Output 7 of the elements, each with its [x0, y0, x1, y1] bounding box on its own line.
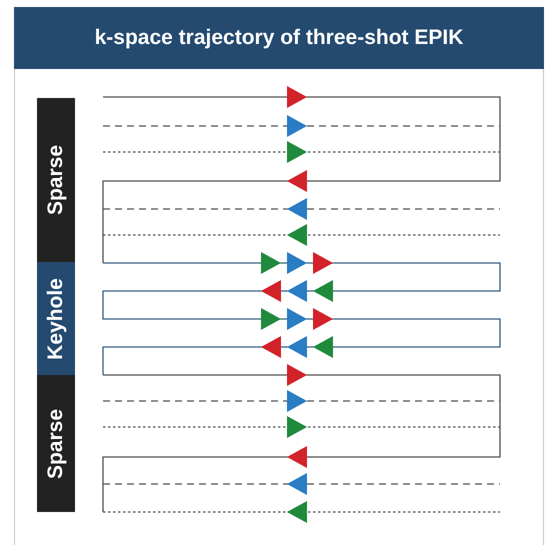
- label-band: [37, 375, 75, 512]
- label-band: [37, 98, 75, 262]
- label-band: [37, 262, 75, 375]
- title: k-space trajectory of three-shot EPIK: [94, 26, 464, 50]
- band-label: Sparse: [44, 144, 68, 216]
- band-label: Sparse: [44, 408, 68, 479]
- band-label: Keyhole: [44, 278, 68, 360]
